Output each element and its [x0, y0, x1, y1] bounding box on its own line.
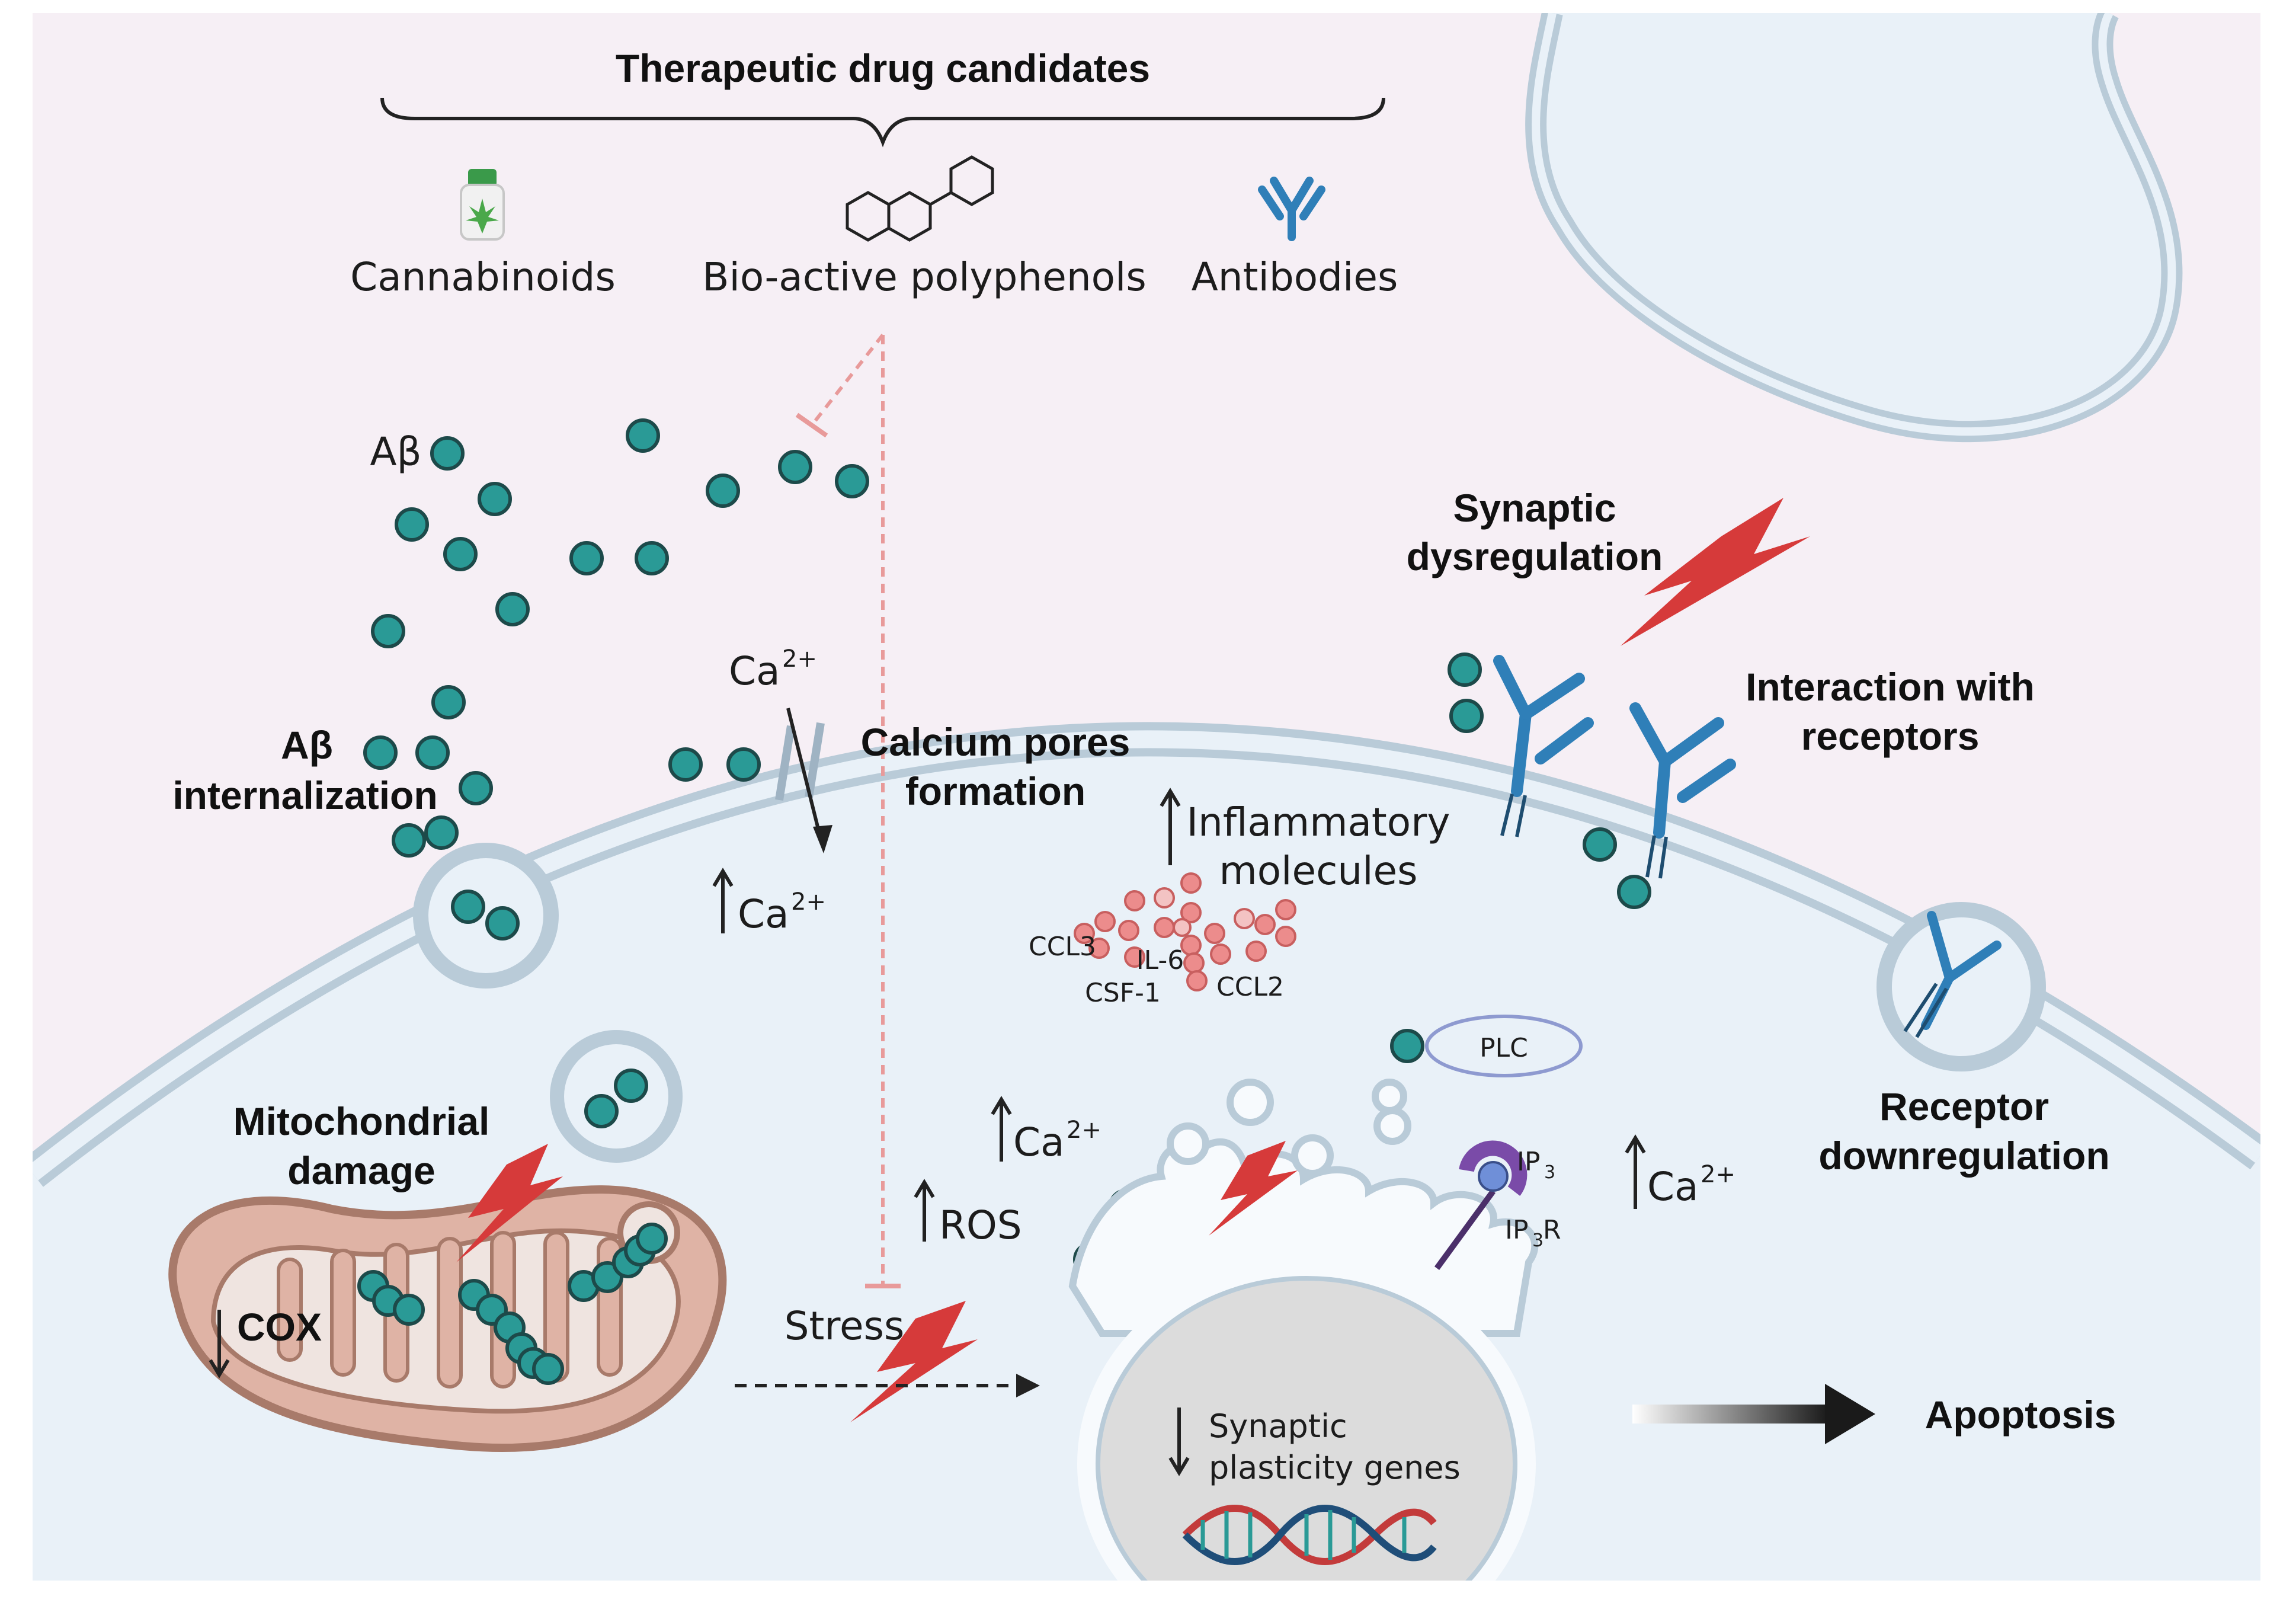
- synaptic-genes-label-2: plasticity genes: [1209, 1449, 1461, 1486]
- inflammatory-label-2: molecules: [1219, 848, 1417, 894]
- cox-label: COX: [237, 1305, 322, 1349]
- ip3-receptor: [1434, 1140, 1528, 1270]
- ip3r-suffix: R: [1543, 1215, 1561, 1245]
- drug-label-polyphenols: Bio-active polyphenols: [702, 254, 1147, 300]
- internal-vesicle-abeta: [550, 1030, 683, 1163]
- cannabis-bottle-icon: [460, 169, 505, 241]
- synaptic-genes-label-1: Synaptic: [1209, 1408, 1347, 1445]
- calcium-top-charge: 2+: [782, 645, 817, 673]
- receptor-downregulation-label-1: Receptor: [1879, 1085, 2049, 1128]
- ip3r-subscript: 3: [1532, 1230, 1544, 1251]
- stress-bolt-icon: [850, 1301, 978, 1422]
- synaptic-dysregulation-bolt-icon: [1621, 498, 1810, 646]
- synaptic-dysregulation-label-1: Synaptic: [1453, 486, 1616, 530]
- calcium-influx-arrow: [786, 708, 832, 853]
- increase-decrease-indicators: [209, 788, 1646, 1476]
- plc-enzyme: [1425, 1015, 1583, 1077]
- calcium-pore: [775, 722, 825, 801]
- plc-label: PLC: [1480, 1033, 1528, 1063]
- apoptosis-label: Apoptosis: [1925, 1393, 2116, 1437]
- nucleus: [1077, 1258, 1536, 1581]
- ip3r-label: IP: [1505, 1215, 1529, 1245]
- abeta-label: Aβ: [370, 429, 421, 475]
- calcium-increase-charge-1: 2+: [791, 888, 826, 916]
- calcium-increase-label-2: Ca: [1013, 1119, 1065, 1165]
- header-title: Therapeutic drug candidates: [616, 46, 1150, 90]
- receptor-endocytic-vesicle: [1876, 902, 2046, 1071]
- abeta-internalization-label-2: internalization: [172, 773, 437, 817]
- stress-to-nucleus-arrow: [735, 1374, 1040, 1397]
- inflammatory-label-1: Inflammatory: [1187, 799, 1450, 845]
- calcium-pores-label-2: formation: [905, 769, 1085, 813]
- dna-helix-icon: [1182, 1505, 1437, 1565]
- calcium-increase-charge-2: 2+: [1067, 1117, 1101, 1144]
- drug-label-cannabinoids: Cannabinoids: [350, 254, 616, 300]
- receptor-downregulation-label-2: downregulation: [1818, 1134, 2109, 1178]
- antibody-receptor-complex-2: [1629, 702, 1736, 839]
- ros-label: ROS: [939, 1202, 1022, 1248]
- calcium-increase-label-3: Ca: [1647, 1164, 1699, 1210]
- calcium-pores-label-1: Calcium pores: [861, 720, 1131, 764]
- ip3-subscript: 3: [1544, 1162, 1555, 1183]
- flavan-molecule-icon: [846, 155, 994, 242]
- drug-label-antibodies: Antibodies: [1192, 254, 1398, 300]
- receptor-interaction-label-2: receptors: [1801, 714, 1980, 758]
- endocytic-vesicle-abeta: [413, 843, 559, 989]
- mitochondrial-damage-label-1: Mitochondrial: [233, 1099, 490, 1143]
- antibody-receptor-complex-1: [1493, 655, 1594, 797]
- antibody-icon: [1258, 177, 1325, 241]
- mitochondrion: [168, 1185, 727, 1452]
- cytokine-il6-label: IL-6: [1136, 945, 1184, 975]
- mitochondrial-damage-label-2: damage: [287, 1149, 435, 1192]
- apoptosis-arrow: [1632, 1384, 1875, 1444]
- inhibition-bar-abeta: [795, 412, 828, 438]
- er-stress-bolt-icon: [1209, 1141, 1298, 1236]
- ip3-label: IP: [1517, 1147, 1541, 1177]
- inflammatory-cytokines: [1074, 872, 1296, 991]
- synaptic-dysregulation-label-2: dysregulation: [1407, 535, 1663, 578]
- stress-label: Stress: [784, 1303, 905, 1349]
- inhibition-lines: [811, 334, 885, 1286]
- mitochondrial-damage-bolt-icon: [456, 1144, 563, 1262]
- calcium-increase-label-1: Ca: [738, 891, 789, 937]
- calcium-increase-charge-3: 2+: [1701, 1161, 1735, 1188]
- cytokine-ccl2-label: CCL2: [1216, 972, 1284, 1002]
- calcium-top-label: Ca: [729, 648, 780, 694]
- cytokine-ccl3-label: CCL3: [1029, 932, 1096, 962]
- header-brace: [380, 97, 1385, 148]
- receptor-interaction-label-1: Interaction with: [1746, 665, 2035, 709]
- abeta-internalization-label-1: Aβ: [281, 723, 333, 767]
- cytokine-csf1-label: CSF-1: [1085, 978, 1161, 1008]
- abeta-particles: [363, 418, 1651, 1277]
